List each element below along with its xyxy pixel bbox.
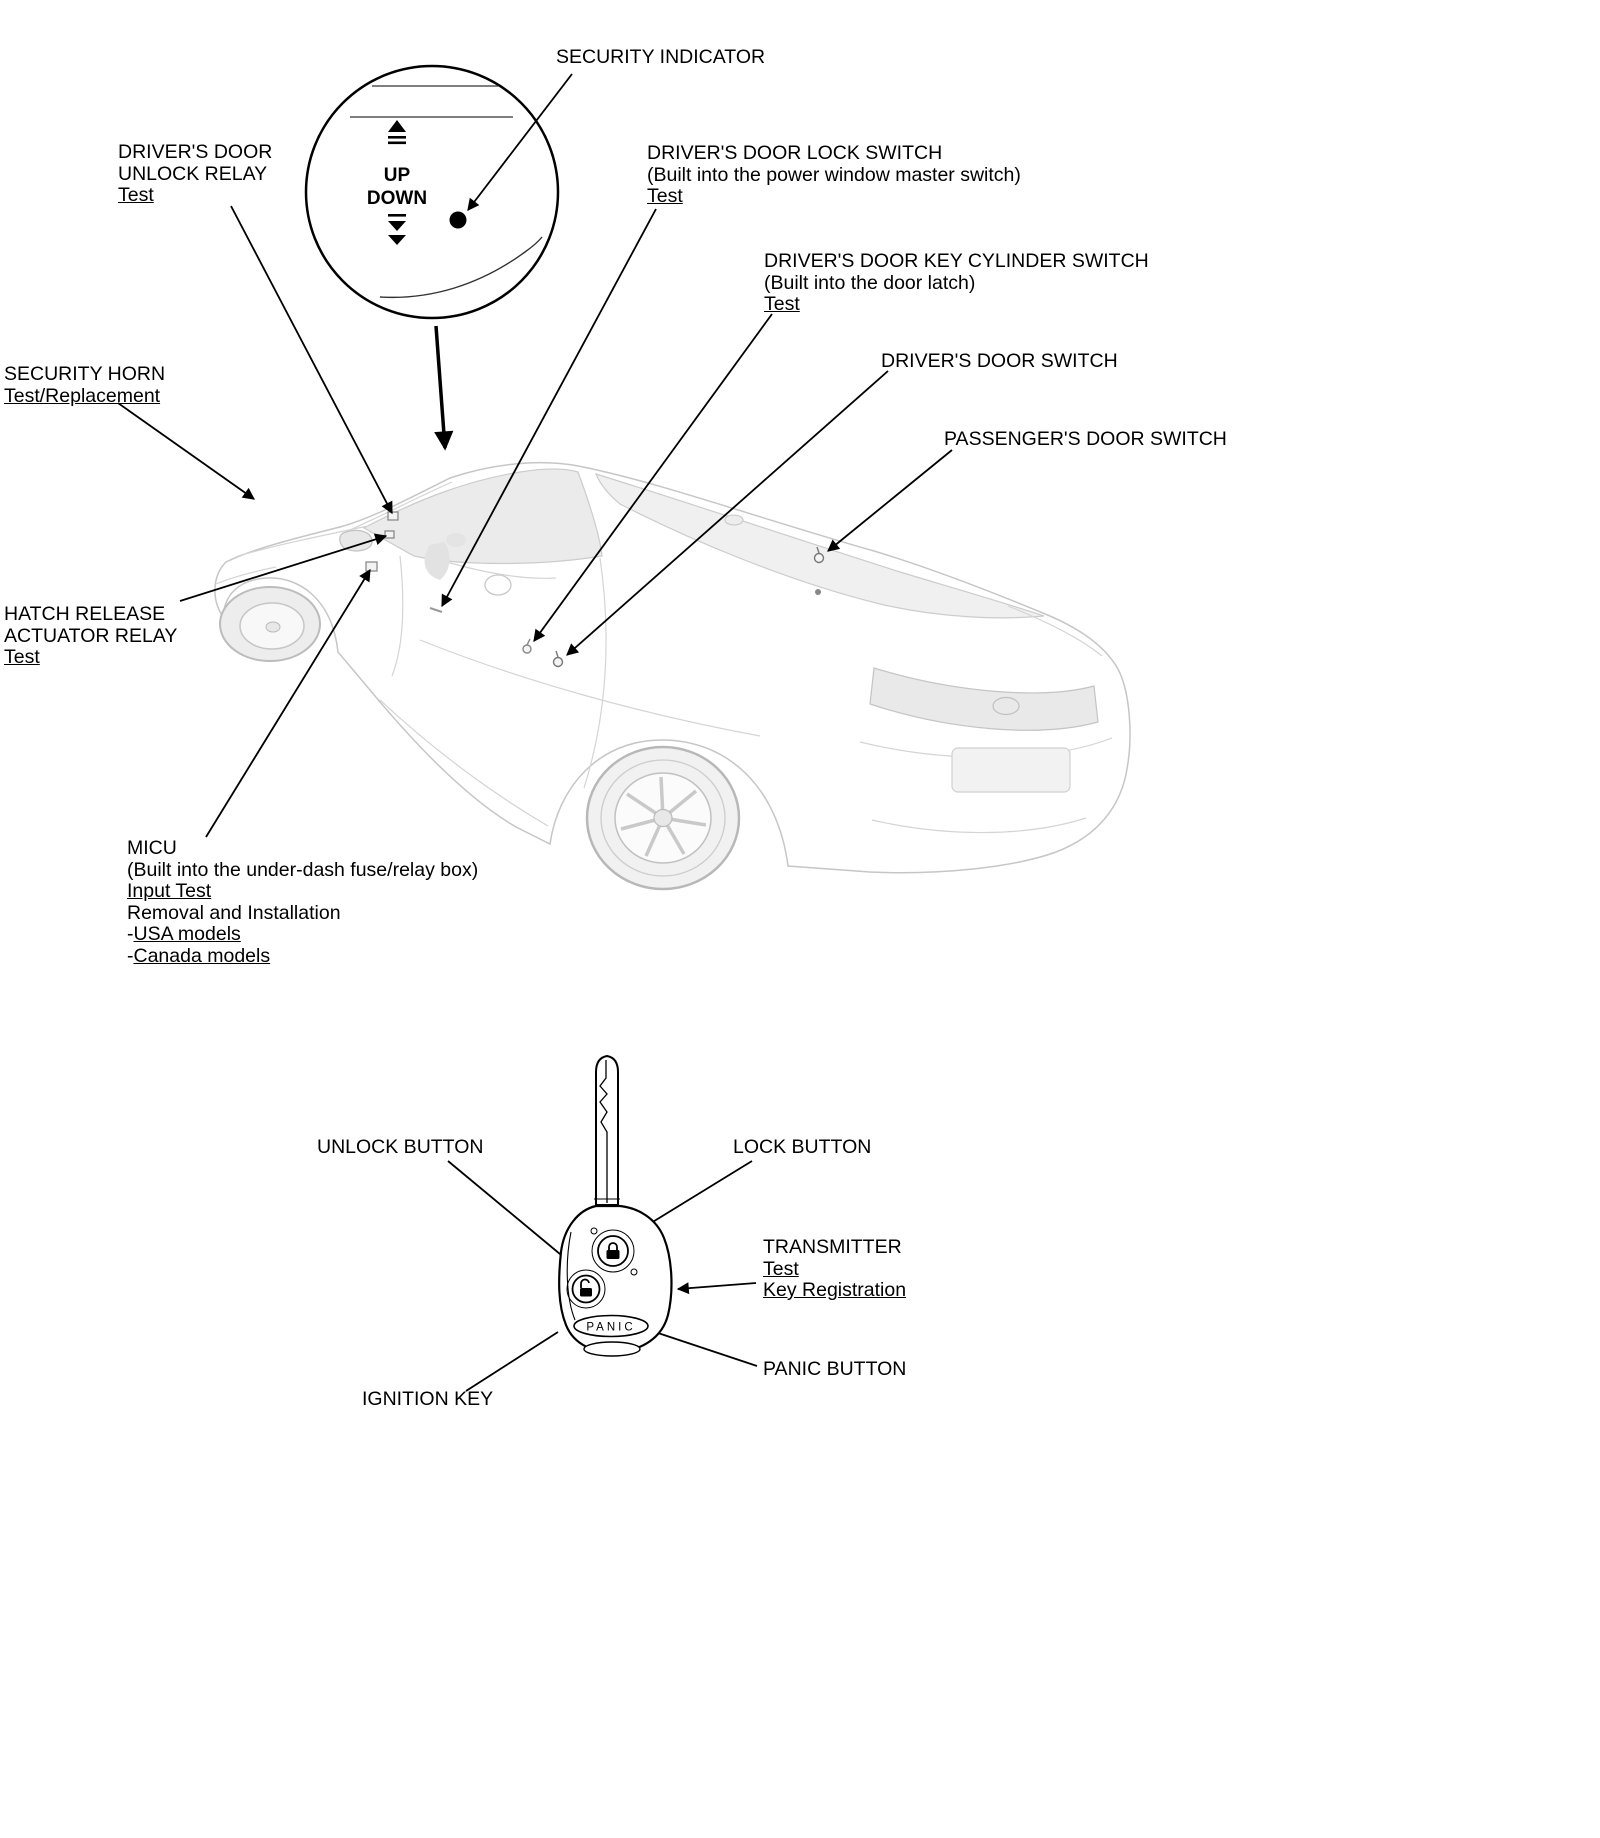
leader-security-indicator [467, 73, 573, 211]
leader-panic-button [648, 1329, 758, 1367]
link-micu-canada-models[interactable]: Canada models [133, 944, 271, 967]
steering-wheel [484, 574, 512, 596]
label-line: HATCH RELEASE [4, 603, 166, 625]
label-line: (Built into the power window master swit… [647, 163, 1021, 186]
link-micu-input-test[interactable]: Input Test [127, 880, 212, 902]
label-security-indicator: SECURITY INDICATOR [556, 46, 766, 68]
window-switch-marker [429, 607, 443, 613]
callout-drivers-door-switch: DRIVER'S DOOR SWITCH [881, 350, 1118, 373]
lock-icon [606, 1242, 620, 1259]
car-illustration [214, 461, 1131, 891]
door-switch-marker [552, 650, 564, 668]
link-key-registration[interactable]: Key Registration [763, 1279, 907, 1301]
key-blade [595, 1054, 619, 1206]
label-line: DRIVER'S DOOR KEY CYLINDER SWITCH [764, 250, 1149, 272]
front-wheel [219, 586, 321, 662]
window-down-icon [388, 214, 406, 245]
inset-to-car-arrow [434, 325, 454, 451]
label-transmitter: TRANSMITTER [763, 1236, 902, 1258]
link-security-horn-test-replacement[interactable]: Test/Replacement [4, 384, 161, 407]
ignition-key-illustration: PANIC [558, 1054, 673, 1357]
label-line: DRIVER'S DOOR [118, 141, 273, 163]
window-up-icon [388, 120, 406, 145]
key-cylinder-marker [522, 638, 532, 654]
link-lock-switch-test[interactable]: Test [647, 185, 683, 207]
callout-micu: MICU (Built into the under-dash fuse/rel… [127, 837, 479, 967]
link-hatch-release-test[interactable]: Test [4, 646, 40, 668]
leader-lock-button [636, 1160, 753, 1232]
passenger-door-switch-marker [813, 546, 825, 564]
leader-security-horn [117, 402, 255, 500]
rear-wheel [585, 745, 741, 891]
fob-lock-button [591, 1229, 635, 1273]
unlock-relay-marker [387, 511, 399, 521]
unlock-icon [580, 1278, 592, 1297]
label-panic-button: PANIC BUTTON [763, 1358, 907, 1380]
callout-drivers-door-lock-switch: DRIVER'S DOOR LOCK SWITCH (Built into th… [647, 142, 1021, 208]
callout-drivers-door-key-cylinder-switch: DRIVER'S DOOR KEY CYLINDER SWITCH (Built… [764, 250, 1149, 316]
label-micu: MICU [127, 837, 177, 859]
maker-badge-icon [992, 696, 1020, 716]
callout-drivers-door-unlock-relay: DRIVER'S DOOR UNLOCK RELAY Test [118, 141, 273, 207]
leader-passengers-door-switch [827, 449, 953, 552]
leader-drivers-door-key-cylinder-switch [533, 313, 773, 642]
micu-marker [365, 561, 378, 572]
fob-screw-dot [590, 1227, 598, 1235]
fob-unlock-button [566, 1269, 606, 1309]
label-ignition-key: IGNITION KEY [362, 1388, 494, 1410]
callout-hatch-release-actuator-relay: HATCH RELEASE ACTUATOR RELAY Test [4, 603, 178, 669]
leader-unlock-button [447, 1160, 573, 1265]
label-unlock-button: UNLOCK BUTTON [317, 1136, 484, 1158]
callout-panic-button: PANIC BUTTON [763, 1358, 907, 1381]
callout-lock-button: LOCK BUTTON [733, 1136, 872, 1159]
leader-transmitter [676, 1282, 757, 1295]
callout-ignition-key: IGNITION KEY [362, 1388, 494, 1411]
panic-button-label: PANIC [586, 1322, 635, 1334]
label-lock-button: LOCK BUTTON [733, 1136, 872, 1158]
label-line: (Built into the door latch) [764, 271, 976, 294]
label-drivers-door-switch: DRIVER'S DOOR SWITCH [881, 350, 1118, 372]
deck-dot-marker [815, 589, 821, 595]
link-transmitter-test[interactable]: Test [763, 1257, 799, 1280]
link-unlock-relay-test[interactable]: Test [118, 184, 154, 206]
callout-passengers-door-switch: PASSENGER'S DOOR SWITCH [944, 428, 1227, 451]
component-markers [365, 511, 825, 668]
security-indicator-led [449, 211, 467, 229]
leader-micu [205, 568, 371, 838]
label-passengers-door-switch: PASSENGER'S DOOR SWITCH [944, 428, 1227, 450]
inset-down-label: DOWN [367, 188, 427, 209]
leader-drivers-door-unlock-relay [230, 205, 393, 515]
fob-lower-oval [583, 1341, 641, 1357]
leader-hatch-release-actuator-relay [179, 533, 388, 602]
label-line: DRIVER'S DOOR LOCK SWITCH [647, 142, 943, 164]
switch-detail-inset: UP DOWN [304, 64, 560, 320]
link-key-cylinder-test[interactable]: Test [764, 293, 800, 315]
label-line: Removal and Installation [127, 901, 341, 924]
label-line: (Built into the under-dash fuse/relay bo… [127, 858, 479, 881]
callout-unlock-button: UNLOCK BUTTON [317, 1136, 484, 1159]
label-dash: - [127, 944, 134, 967]
fob-screw-dot [630, 1268, 638, 1276]
label-security-horn: SECURITY HORN [4, 363, 166, 385]
callout-transmitter: TRANSMITTER Test Key Registration [763, 1236, 907, 1302]
inset-up-label: UP [384, 165, 411, 186]
leader-ignition-key [465, 1331, 559, 1392]
hatch-relay-marker [384, 530, 395, 539]
fob-panic-button: PANIC [573, 1314, 649, 1338]
leader-drivers-door-switch [566, 370, 889, 656]
leader-drivers-door-lock-switch [441, 208, 657, 608]
label-line: UNLOCK RELAY [118, 162, 268, 185]
callout-security-indicator: SECURITY INDICATOR [556, 46, 766, 69]
link-micu-usa-models[interactable]: USA models [133, 923, 241, 945]
door-mirror [339, 529, 373, 552]
callout-security-horn: SECURITY HORN Test/Replacement [4, 363, 166, 407]
label-line: ACTUATOR RELAY [4, 624, 178, 647]
label-dash: - [127, 923, 134, 945]
